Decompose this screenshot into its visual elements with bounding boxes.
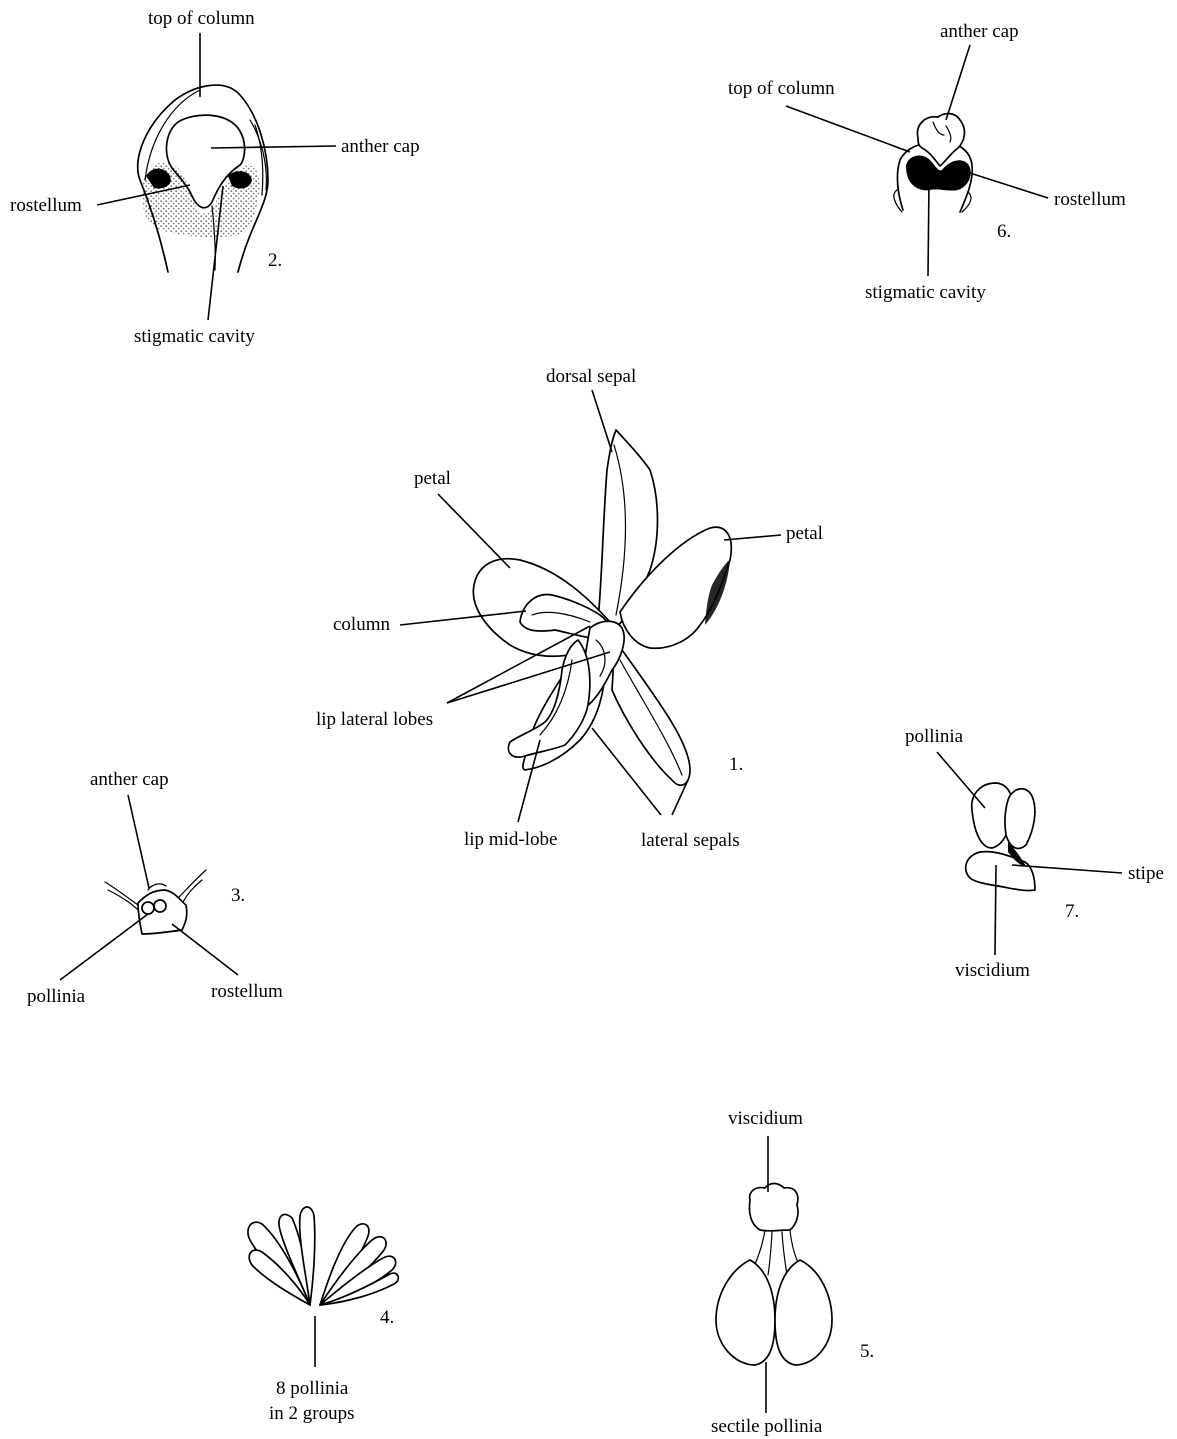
fig6-label-stigmatic-cavity: stigmatic cavity <box>865 282 986 303</box>
fig6-label-anther-cap: anther cap <box>940 21 1019 42</box>
fig7-viscidium-shape <box>966 852 1035 891</box>
figure-5: viscidium sectile pollinia 5. <box>711 1108 874 1437</box>
figure-2: top of column anther cap rostellum stigm… <box>10 8 420 347</box>
fig2-label-top-of-column: top of column <box>148 8 255 29</box>
fig2-drawing <box>138 85 268 272</box>
fig1-label-lateral-sepals: lateral sepals <box>641 830 740 851</box>
fig5-label-viscidium: viscidium <box>728 1108 803 1129</box>
fig6-leader-stigmatic-cavity <box>928 182 929 276</box>
figure-6: anther cap top of column rostellum stigm… <box>728 21 1126 303</box>
fig7-label-pollinia: pollinia <box>905 726 964 747</box>
figure-7: pollinia stipe viscidium 7. <box>905 726 1164 981</box>
fig1-leader-petal-left <box>438 494 510 568</box>
fig3-label-pollinia: pollinia <box>27 986 86 1007</box>
fig2-label-stigmatic-cavity: stigmatic cavity <box>134 326 255 347</box>
fig1-number: 1. <box>729 754 743 775</box>
figure-3: anther cap pollinia rostellum 3. <box>27 769 283 1007</box>
fig4-drawing <box>248 1207 398 1305</box>
fig5-label-sectile-pollinia: sectile pollinia <box>711 1416 823 1437</box>
fig5-drawing <box>716 1184 832 1366</box>
fig3-number: 3. <box>231 885 245 906</box>
fig7-leader-viscidium <box>995 865 996 955</box>
fig2-label-anther-cap: anther cap <box>341 136 420 157</box>
fig1-label-petal-left: petal <box>414 468 451 489</box>
fig7-number: 7. <box>1065 901 1079 922</box>
fig5-viscidium-shape <box>749 1184 798 1231</box>
fig7-label-stipe: stipe <box>1128 863 1164 884</box>
fig3-leader-anther-cap <box>128 795 149 888</box>
fig6-leader-anther-cap <box>946 45 970 120</box>
fig3-leader-pollinia <box>60 914 148 980</box>
fig7-drawing <box>966 783 1035 891</box>
fig1-leader-dorsal-sepal <box>592 390 612 452</box>
fig1-label-lip-mid-lobe: lip mid-lobe <box>464 829 557 850</box>
fig6-leader-top-of-column <box>786 106 910 152</box>
figure-4: 8 pollinia in 2 groups 4. <box>248 1207 398 1424</box>
fig5-number: 5. <box>860 1341 874 1362</box>
fig3-label-rostellum: rostellum <box>211 981 283 1002</box>
fig3-pollinium-2 <box>154 900 166 912</box>
fig3-label-anther-cap: anther cap <box>90 769 169 790</box>
fig1-label-dorsal-sepal: dorsal sepal <box>546 366 636 387</box>
fig2-label-rostellum: rostellum <box>10 195 82 216</box>
fig3-pollinium-1 <box>142 902 154 914</box>
fig5-pollinium-left <box>716 1260 775 1365</box>
fig6-label-top-of-column: top of column <box>728 78 835 99</box>
fig1-label-lip-lateral-lobes: lip lateral lobes <box>316 709 433 730</box>
fig3-leader-rostellum <box>172 924 238 975</box>
fig1-leader-petal-right <box>724 535 781 540</box>
fig6-number: 6. <box>997 221 1011 242</box>
fig1-lateral-sepal-right <box>612 640 690 785</box>
fig7-leader-pollinia <box>937 752 985 808</box>
fig6-drawing <box>894 114 972 212</box>
fig6-label-rostellum: rostellum <box>1054 189 1126 210</box>
fig1-label-petal-right: petal <box>786 523 823 544</box>
fig4-number: 4. <box>380 1307 394 1328</box>
figure-1: dorsal sepal petal petal column lip late… <box>316 366 823 851</box>
fig4-label-line1: 8 pollinia <box>276 1378 349 1399</box>
fig7-label-viscidium: viscidium <box>955 960 1030 981</box>
fig1-label-column: column <box>333 614 390 635</box>
fig4-label-line2: in 2 groups <box>269 1403 355 1424</box>
fig1-drawing <box>473 430 731 785</box>
fig2-number: 2. <box>268 250 282 271</box>
fig3-drawing <box>105 870 206 934</box>
fig5-pollinium-right <box>775 1260 832 1365</box>
